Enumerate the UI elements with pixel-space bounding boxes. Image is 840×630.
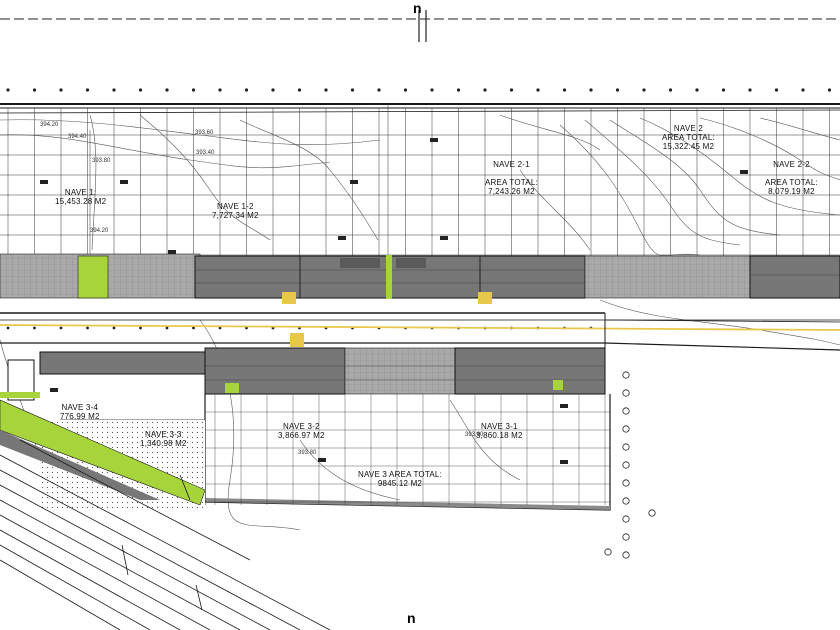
topographic-contours (0, 114, 840, 531)
lower-dock-band (0, 333, 606, 401)
upper-structural-grid (0, 104, 840, 256)
contour-label: 393.60 (195, 130, 214, 136)
column-circle-markers (604, 371, 656, 559)
rail-corridor (0, 399, 331, 630)
contour-label: 393.40 (196, 150, 215, 156)
upper-dock-band (0, 253, 840, 304)
nave-1-label: NAVE 1:15,453.28 M2 (55, 188, 107, 206)
nave-3-total-label: NAVE 3 AREA TOTAL:9845.12 M2 (358, 470, 442, 488)
contour-label: 393.60 (465, 432, 484, 438)
north-marker-top: n (413, 0, 422, 16)
central-road (0, 312, 840, 351)
north-marker-bottom: n (407, 610, 416, 626)
contour-label: 394.20 (90, 228, 109, 234)
contour-label: 393.80 (298, 450, 317, 456)
contour-label: 394.40 (68, 134, 87, 140)
contour-label: 394.20 (40, 122, 59, 128)
contour-label: 393.80 (92, 158, 111, 164)
lower-structural-grid (205, 394, 610, 505)
equipment-symbols (40, 138, 748, 464)
